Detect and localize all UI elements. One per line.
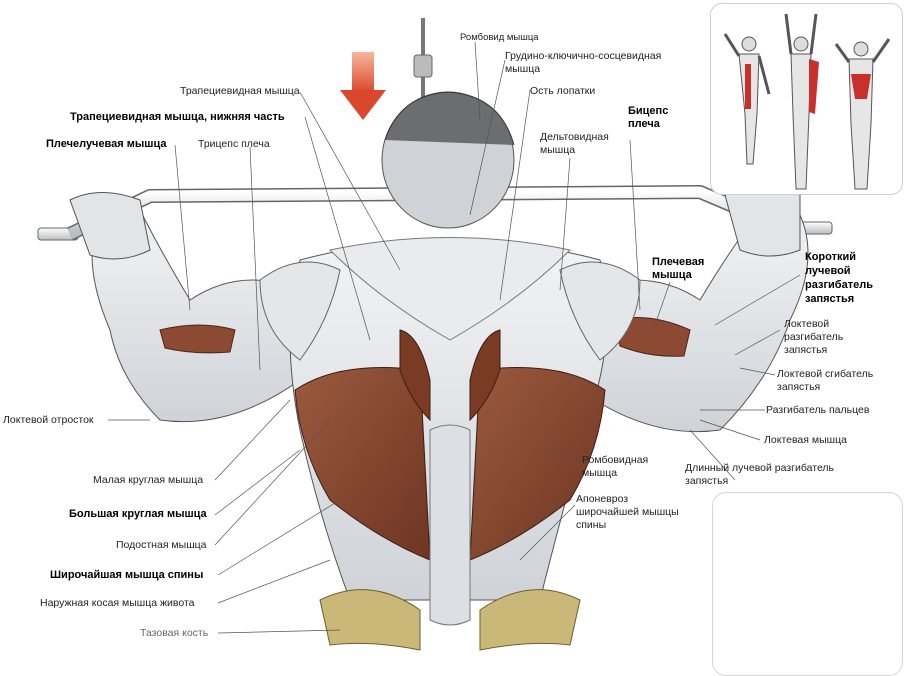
label-teres-major: Большая круглая мышца <box>69 508 207 520</box>
label-latissimus: Широчайшая мышца спины <box>50 569 204 581</box>
label-ecrb: Короткий лучевой разгибатель запястья <box>805 251 873 305</box>
label-olecranon: Локтевой отросток <box>3 414 94 426</box>
pelvis <box>319 589 581 651</box>
label-deltoid: Дельтовидная мышца <box>540 131 609 156</box>
label-biceps: Бицепс плеча <box>628 105 669 130</box>
label-trapezius: Трапециевидная мышца <box>180 85 300 97</box>
label-sternocleidomastoid: Грудино-ключично-сосцевидная мышца <box>505 50 662 75</box>
head <box>381 91 515 229</box>
blank-panel <box>712 492 903 676</box>
down-arrow-icon <box>340 52 386 120</box>
left-arm <box>69 192 321 423</box>
leader-lines <box>108 41 801 634</box>
label-external-oblique: Наружная косая мышца живота <box>40 597 195 609</box>
label-fcu: Локтевой сгибатель запястья <box>777 368 874 393</box>
label-brachioradialis: Плечелучевая мышца <box>46 138 167 150</box>
right-arm <box>559 187 809 433</box>
label-extensor-digitorum: Разгибатель пальцев <box>766 404 870 416</box>
label-rhomboid: Ромбовидная мышца <box>582 454 649 479</box>
label-teres-minor: Малая круглая мышца <box>93 474 204 486</box>
label-trapezius-lower: Трапециевидная мышца, нижняя часть <box>70 111 285 123</box>
label-scapular-spine: Ость лопатки <box>530 85 596 97</box>
label-lat-aponeurosis: Апоневроз широчайшей мышцы спины <box>576 493 679 531</box>
figure-front-pose <box>723 33 771 165</box>
label-brachialis: Плечевая мышца <box>652 256 705 281</box>
label-rhomboid-top: Ромбовид мышца <box>460 32 539 43</box>
figure-side-pose <box>784 13 819 190</box>
label-pelvic-bone: Тазовая кость <box>140 627 209 639</box>
label-ecrl: Длинный лучевой разгибатель запястья <box>685 462 835 487</box>
figure-back-pose <box>834 38 891 190</box>
label-triceps: Трицепс плеча <box>198 138 270 150</box>
label-ecu: Локтевой разгибатель запястья <box>784 318 844 356</box>
torso <box>259 237 641 626</box>
label-anconeus: Локтевая мышца <box>764 434 847 446</box>
reference-thumbnail <box>710 3 903 195</box>
label-infraspinatus: Подостная мышца <box>116 539 207 551</box>
